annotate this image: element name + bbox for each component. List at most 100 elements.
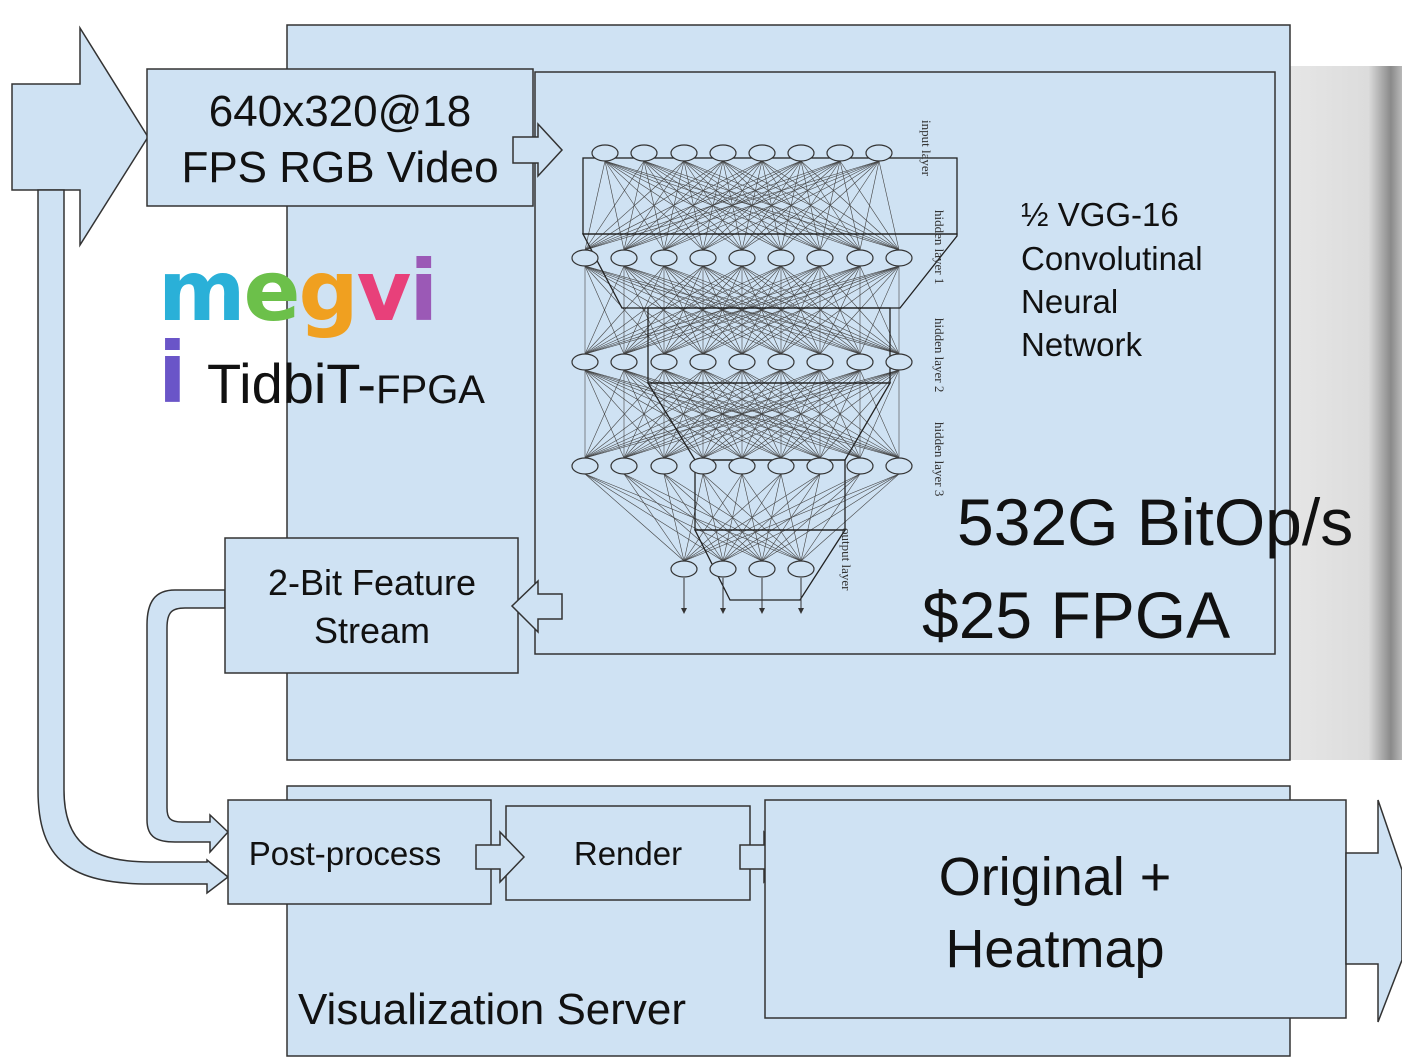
cnn-connection	[584, 265, 704, 355]
cnn-neuron	[670, 560, 698, 578]
feature-band	[146, 589, 230, 854]
network-line4: Network	[1021, 326, 1143, 363]
cnn-connection	[584, 369, 625, 459]
cnn-connection	[584, 160, 763, 251]
cnn-neuron	[689, 353, 717, 371]
cnn-connection	[584, 160, 685, 251]
to-feature-arrow	[510, 579, 563, 634]
cnn-neuron	[787, 144, 815, 162]
cnn-connection	[584, 265, 665, 355]
cnn-output-arrowhead	[720, 608, 726, 614]
cnn-connection	[623, 160, 880, 251]
to-cnn-arrow	[512, 122, 564, 178]
cnn-neuron	[571, 353, 599, 371]
cnn-connection	[683, 473, 704, 562]
cnn-connection	[623, 369, 900, 459]
cnn-neuron	[846, 353, 874, 371]
cnn-connection	[741, 369, 900, 459]
cnn-connection	[878, 160, 900, 251]
cnn-connection	[780, 369, 900, 459]
output-box	[764, 799, 1347, 1019]
cnn-neuron	[689, 249, 717, 267]
cnn-connection	[702, 369, 900, 459]
cnn-neuron	[767, 457, 795, 475]
feature-line1: 2-Bit Feature	[268, 562, 476, 603]
cnn-connection	[819, 265, 900, 355]
cnn-neuron	[846, 457, 874, 475]
cnn-connection	[584, 160, 880, 251]
output-line2: Heatmap	[945, 919, 1164, 979]
logo-letter: g	[298, 242, 359, 340]
cnn-neuron	[650, 457, 678, 475]
cnn-layer-label: hidden layer 2	[932, 318, 947, 392]
cnn-connection	[761, 473, 900, 562]
input-video-box	[146, 68, 534, 207]
cnn-neuron	[591, 144, 619, 162]
cnn-neuron	[846, 249, 874, 267]
cost-label: $25 FPGA	[922, 578, 1230, 652]
logo-letter: i	[158, 324, 187, 422]
cnn-connection	[741, 265, 900, 355]
cnn-connection	[584, 265, 782, 355]
logo-letter: v	[356, 242, 412, 340]
cnn-output-arrowhead	[798, 608, 804, 614]
cnn-connection	[584, 160, 645, 251]
feature-line2: Stream	[314, 610, 430, 651]
cnn-connection	[683, 473, 782, 562]
cnn-neuron	[728, 457, 756, 475]
cnn-neuron	[670, 144, 698, 162]
network-line1: ½ VGG-16	[1021, 196, 1179, 233]
cnn-output-arrowhead	[759, 608, 765, 614]
cnn-connection	[584, 265, 743, 355]
input-line1: 640x320@18	[209, 87, 471, 136]
cnn-neuron	[709, 560, 737, 578]
cnn-neuron	[650, 353, 678, 371]
cnn-neuron	[610, 353, 638, 371]
cnn-neuron	[767, 249, 795, 267]
cnn-connection	[683, 473, 821, 562]
cnn-neuron	[748, 560, 776, 578]
cnn-connection	[623, 265, 900, 355]
cnn-connection	[859, 265, 900, 355]
cnn-neuron	[865, 144, 893, 162]
cnn-neuron	[826, 144, 854, 162]
postprocess-to-render-arrow	[475, 830, 526, 884]
output-line1: Original +	[939, 847, 1172, 907]
cnn-connection	[702, 265, 900, 355]
cnn-neuron	[748, 144, 776, 162]
cnn-connection	[683, 473, 861, 562]
cnn-connection	[584, 369, 665, 459]
cnn-neuron	[630, 144, 658, 162]
network-line2: Convolutinal	[1021, 240, 1203, 277]
cnn-connection	[584, 160, 606, 251]
cnn-neuron	[650, 249, 678, 267]
cnn-neuron	[709, 144, 737, 162]
network-line3: Neural	[1021, 283, 1118, 320]
cnn-connection	[859, 160, 880, 251]
cnn-connection	[683, 473, 743, 562]
cnn-connection	[683, 473, 900, 562]
cnn-connection	[584, 265, 900, 355]
logo-letter: m	[158, 242, 246, 340]
input-arrow	[11, 25, 149, 248]
product-name: TidbiT-FPGA	[207, 352, 485, 415]
cnn-connection	[623, 473, 685, 562]
cnn-connection	[663, 160, 880, 251]
cnn-output-arrowhead	[681, 608, 687, 614]
cnn-connection	[584, 369, 782, 459]
cnn-neuron	[885, 457, 913, 475]
cnn-layer-label: input layer	[919, 120, 934, 177]
cnn-connection	[584, 369, 743, 459]
cnn-connection	[584, 369, 861, 459]
render-label: Render	[574, 835, 682, 872]
logo-letter: i	[409, 242, 438, 340]
cnn-neuron	[610, 249, 638, 267]
cnn-field-box	[581, 233, 958, 309]
cnn-connection	[780, 160, 880, 251]
cnn-connection	[800, 473, 900, 562]
feature-stream-box	[224, 537, 519, 674]
cnn-connection	[780, 265, 900, 355]
logo-letter: e	[243, 242, 301, 340]
